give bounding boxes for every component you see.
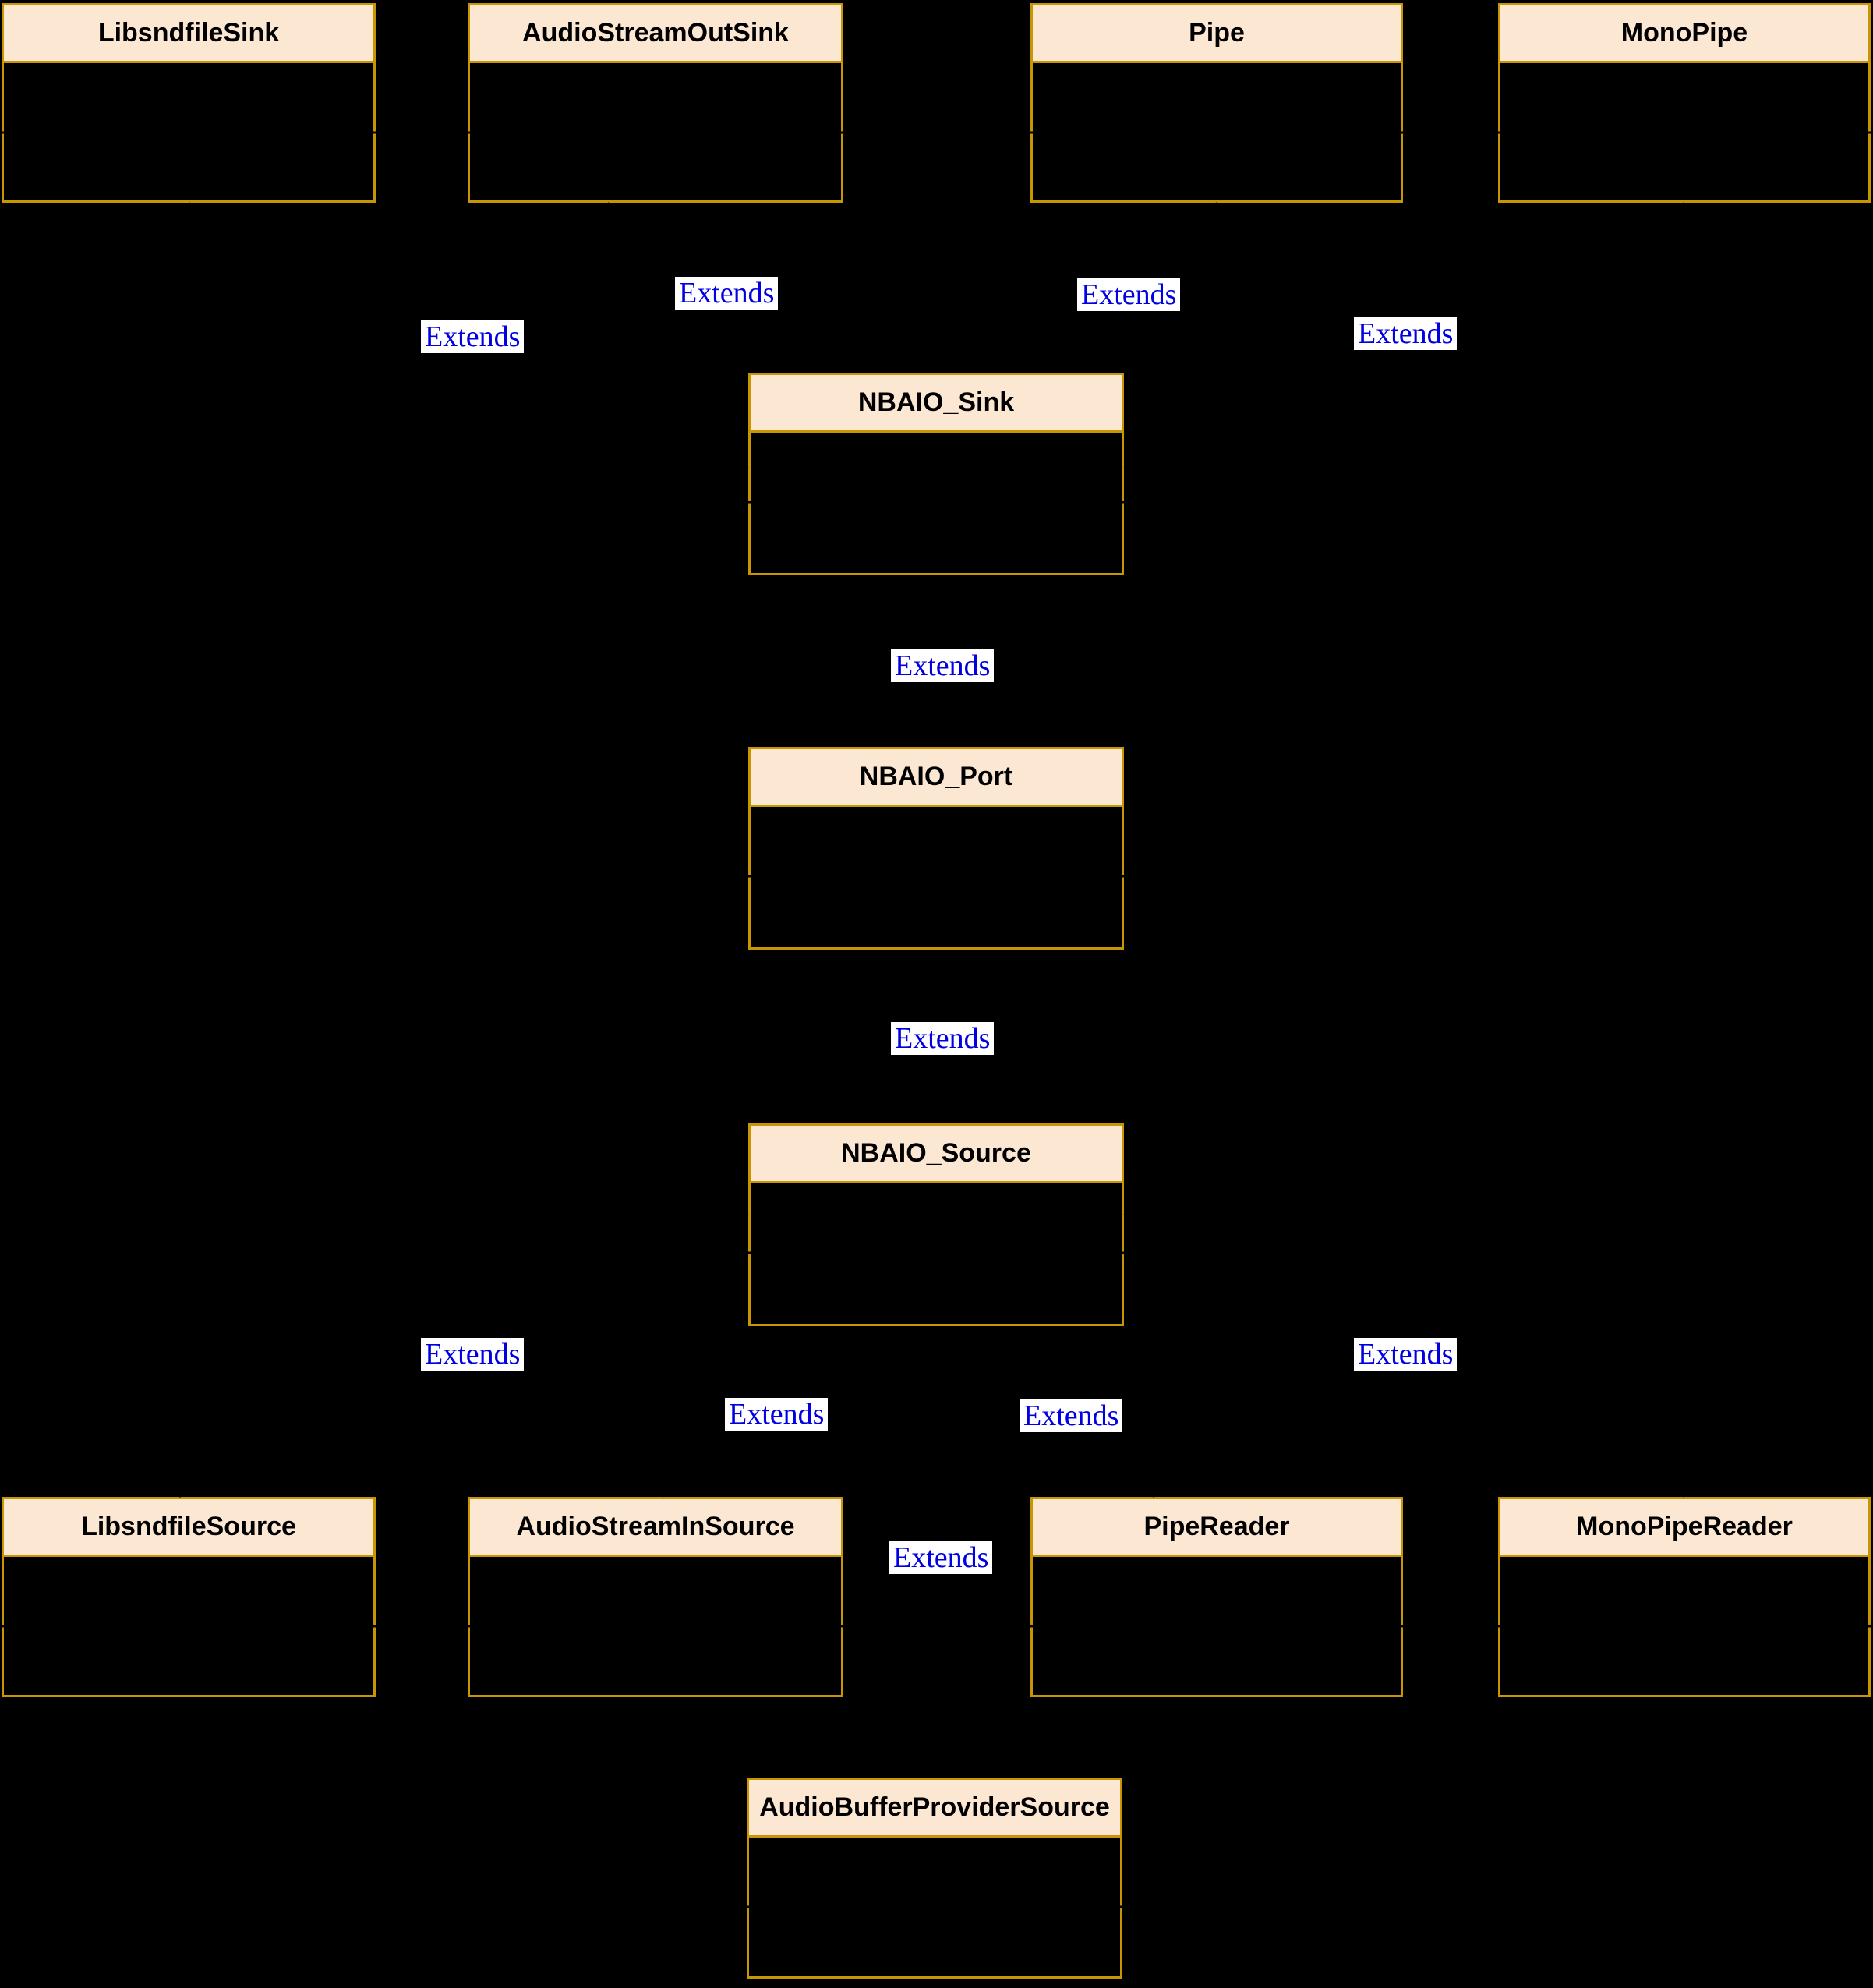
class-box-title: NBAIO_Source: [751, 1126, 1122, 1183]
class-box-audio-buffer-provider-source[interactable]: AudioBufferProviderSource: [747, 1778, 1122, 1979]
extends-label-pipe-extends-nbaio-sink: Extends: [1077, 278, 1181, 311]
class-box-title: MonoPipe: [1500, 5, 1868, 63]
class-box-nbaio-source[interactable]: NBAIO_Source: [748, 1123, 1124, 1326]
class-box-mono-pipe[interactable]: MonoPipe: [1498, 3, 1871, 203]
inheritance-arrowhead: [737, 1214, 748, 1222]
class-box-nbaio-port[interactable]: NBAIO_Port: [748, 747, 1124, 950]
class-box-title: PipeReader: [1033, 1499, 1401, 1557]
class-box-nbaio-sink[interactable]: NBAIO_Sink: [748, 373, 1124, 575]
class-box-title: Pipe: [1033, 5, 1401, 63]
extends-label-nbaio-sink-extends-nbaio-port: Extends: [891, 649, 995, 682]
class-box-title: AudioStreamInSource: [470, 1499, 841, 1557]
inheritance-arrowhead: [1124, 459, 1135, 468]
class-box-pipe-reader[interactable]: PipeReader: [1030, 1497, 1403, 1697]
inheritance-arrowhead: [967, 1328, 977, 1338]
extends-label-audio-stream-in-source-extends-nbaio-source: Extends: [725, 1398, 829, 1431]
extends-label-audio-stream-out-sink-extends-nbaio-sink: Extends: [675, 277, 779, 310]
extends-label-audio-buffer-provider-source-extends-nbaio-source: Extends: [889, 1541, 993, 1574]
inheritance-arrowhead: [931, 735, 939, 745]
extends-label-libsndfile-sink-extends-nbaio-sink: Extends: [421, 320, 525, 353]
class-box-audio-stream-in-source[interactable]: AudioStreamInSource: [468, 1497, 843, 1697]
class-box-title: NBAIO_Port: [751, 749, 1122, 807]
class-box-title: AudioStreamOutSink: [470, 5, 841, 63]
extends-label-libsndfile-source-extends-nbaio-source: Extends: [421, 1338, 525, 1371]
inheritance-arrowhead: [815, 363, 826, 373]
class-box-title: MonoPipeReader: [1500, 1499, 1868, 1557]
class-box-title: NBAIO_Sink: [751, 375, 1122, 433]
inheritance-arrowhead: [931, 1328, 939, 1338]
inheritance-arrowhead: [931, 951, 939, 961]
class-box-audio-stream-out-sink[interactable]: AudioStreamOutSink: [468, 3, 843, 203]
extends-label-nbaio-source-extends-nbaio-port: Extends: [891, 1022, 995, 1055]
class-box-title: AudioBufferProviderSource: [749, 1780, 1120, 1838]
class-box-libsndfile-source[interactable]: LibsndfileSource: [2, 1497, 376, 1697]
inheritance-arrowhead: [858, 1328, 869, 1338]
class-box-title: LibsndfileSink: [4, 5, 373, 63]
extends-label-mono-pipe-extends-nbaio-sink: Extends: [1354, 317, 1458, 350]
class-box-pipe[interactable]: Pipe: [1030, 3, 1403, 203]
inheritance-arrowhead: [737, 459, 748, 468]
inheritance-arrowhead: [1124, 1214, 1135, 1222]
class-box-libsndfile-sink[interactable]: LibsndfileSink: [2, 3, 376, 203]
class-box-title: LibsndfileSource: [4, 1499, 373, 1557]
inheritance-arrowhead: [1037, 363, 1047, 373]
extends-label-pipe-reader-extends-nbaio-source: Extends: [1020, 1399, 1123, 1432]
extends-label-mono-pipe-reader-extends-nbaio-source: Extends: [1354, 1338, 1458, 1371]
class-box-mono-pipe-reader[interactable]: MonoPipeReader: [1498, 1497, 1871, 1697]
